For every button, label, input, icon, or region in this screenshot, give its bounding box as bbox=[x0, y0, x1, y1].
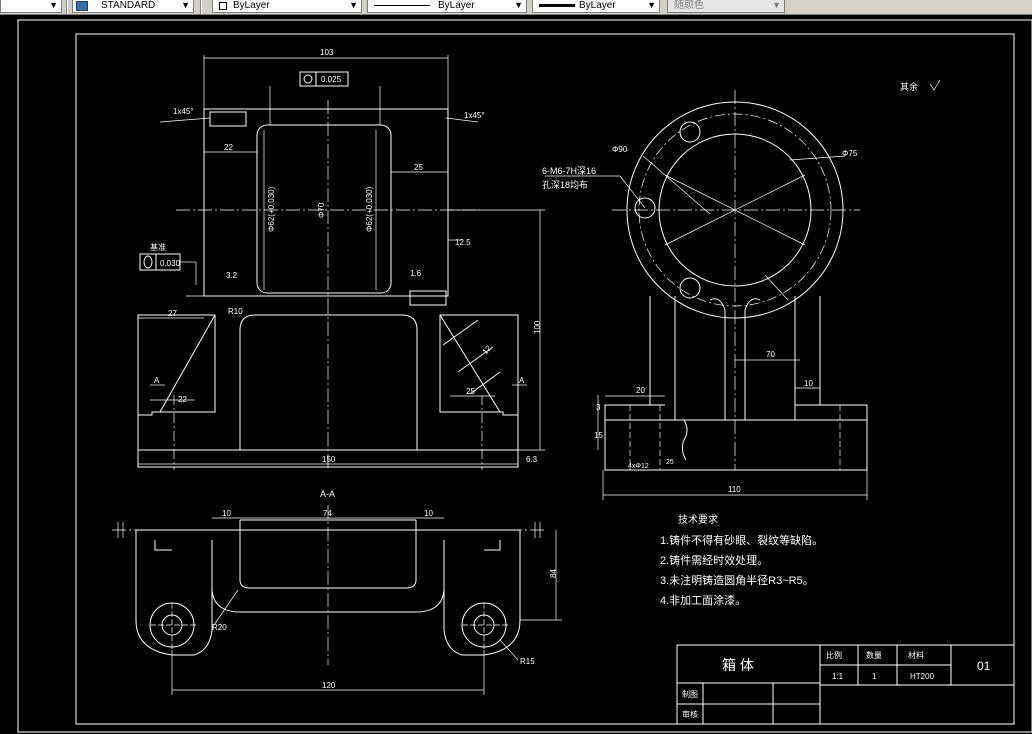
dim-25-top: 25 bbox=[414, 163, 423, 172]
dim-70: 70 bbox=[766, 350, 775, 359]
plot-style-value: 随颜色 bbox=[674, 0, 704, 11]
dim-74: 74 bbox=[323, 509, 332, 518]
dia-90: Φ90 bbox=[612, 145, 628, 154]
tol-datum-label: 基准 bbox=[150, 242, 166, 252]
hole-note: 孔深18均布 bbox=[542, 179, 588, 190]
part-name: 箱 体 bbox=[722, 657, 754, 673]
note-2: 2.铸件需经时效处理。 bbox=[660, 553, 768, 567]
plot-style-combo[interactable]: 随颜色 ▼ bbox=[667, 0, 785, 13]
chamfer-right: 1x45° bbox=[464, 111, 485, 120]
front-view bbox=[137, 71, 519, 468]
prev-combo-stub[interactable]: ▼ bbox=[0, 0, 62, 13]
text-style-icon bbox=[76, 1, 88, 11]
linetype-sample-icon bbox=[374, 5, 430, 6]
section-a-left: A bbox=[154, 376, 160, 385]
section-view-dimensions bbox=[112, 505, 562, 695]
dim-10-right: 10 bbox=[424, 509, 433, 518]
rough-25: 25 bbox=[666, 459, 674, 466]
front-view-dimensions bbox=[138, 55, 545, 470]
chevron-down-icon: ▼ bbox=[514, 0, 523, 10]
dia-75: Φ75 bbox=[842, 149, 858, 158]
chevron-down-icon: ▼ bbox=[49, 0, 58, 10]
dim-r20: R20 bbox=[212, 623, 227, 632]
chevron-down-icon: ▼ bbox=[181, 0, 190, 10]
layer-color-combo[interactable]: ByLayer ▼ bbox=[212, 0, 362, 13]
properties-toolbar: ▼ STANDARD ▼ ByLayer ▼ ByLayer ▼ ByLayer… bbox=[0, 0, 1032, 15]
dim-6-3: 6.3 bbox=[526, 455, 538, 464]
lineweight-sample-icon bbox=[539, 4, 575, 7]
dim-10: 10 bbox=[804, 379, 813, 388]
dim-150: 150 bbox=[322, 455, 336, 464]
rough-32: 3.2 bbox=[226, 271, 238, 280]
rough-12-5: 12.5 bbox=[455, 238, 471, 247]
lineweight-combo[interactable]: ByLayer ▼ bbox=[532, 0, 660, 13]
dim-25-bottom: 25 bbox=[466, 387, 475, 396]
dim-110: 110 bbox=[728, 485, 741, 494]
note-1: 1.铸件不得有砂眼、裂纹等缺陷。 bbox=[660, 533, 823, 547]
thread-note: 6-M6-7H深16 bbox=[542, 166, 596, 176]
tol-flatness: 0.025 bbox=[321, 75, 342, 84]
bore-mid: Φ70 bbox=[317, 202, 326, 218]
section-title: A-A bbox=[320, 489, 335, 499]
linetype-value: ByLayer bbox=[438, 0, 475, 11]
dim-3: 3 bbox=[596, 403, 601, 412]
dim-r10: R10 bbox=[228, 307, 243, 316]
side-view-dimensions bbox=[545, 79, 941, 500]
dim-r15: R15 bbox=[520, 657, 535, 666]
dim-84: 84 bbox=[549, 569, 558, 578]
chevron-down-icon: ▼ bbox=[647, 0, 656, 10]
linetype-combo[interactable]: ByLayer ▼ bbox=[367, 0, 527, 13]
qty-value: 1 bbox=[872, 672, 877, 681]
material-label: 材料 bbox=[908, 650, 924, 660]
color-value: ByLayer bbox=[233, 0, 270, 11]
bore-right: Φ62(+0.030) bbox=[365, 186, 374, 232]
dim-22-top: 22 bbox=[224, 143, 233, 152]
tol-value: 0.030 bbox=[160, 259, 181, 268]
dim-103: 103 bbox=[320, 48, 334, 57]
roughness-note: 其余 bbox=[900, 81, 918, 92]
toolbar-separator bbox=[200, 0, 202, 14]
checked-label: 审核 bbox=[682, 709, 698, 719]
chamfer-left: 1x45° bbox=[173, 107, 194, 116]
dim-120: 120 bbox=[322, 681, 336, 690]
color-swatch-icon bbox=[219, 2, 227, 10]
note-4: 4.非加工面涂漆。 bbox=[660, 593, 746, 607]
notes-title: 技术要求 bbox=[678, 513, 718, 526]
scale-value: 1:1 bbox=[832, 672, 844, 681]
drawn-label: 制图 bbox=[682, 689, 698, 699]
sheet-outer-border bbox=[17, 19, 1032, 733]
note-3: 3.未注明铸造圆角半径R3~R5。 bbox=[660, 573, 814, 587]
section-a-right: A bbox=[519, 376, 525, 385]
dim-22-bottom: 22 bbox=[178, 395, 187, 404]
chevron-down-icon: ▼ bbox=[772, 0, 781, 10]
dim-27: 27 bbox=[168, 309, 177, 318]
title-block bbox=[676, 644, 1015, 725]
hole-dim: 4xΦ12 bbox=[628, 463, 649, 470]
sheet-inner-border bbox=[75, 33, 1015, 725]
dim-15: 15 bbox=[594, 431, 603, 440]
qty-label: 数量 bbox=[866, 650, 882, 660]
drawing-number: 01 bbox=[977, 659, 991, 673]
lineweight-value: ByLayer bbox=[579, 0, 616, 11]
dim-100: 100 bbox=[533, 320, 542, 334]
text-style-combo[interactable]: STANDARD ▼ bbox=[72, 0, 194, 13]
technical-notes: 技术要求 1.铸件不得有砂眼、裂纹等缺陷。 2.铸件需经时效处理。 3.未注明铸… bbox=[660, 513, 823, 607]
dim-20: 20 bbox=[636, 386, 645, 395]
rough-1-6: 1.6 bbox=[410, 269, 422, 278]
toolbar-separator bbox=[66, 0, 68, 14]
chevron-down-icon: ▼ bbox=[349, 0, 358, 10]
scale-label: 比例 bbox=[826, 650, 842, 660]
text-style-value: STANDARD bbox=[101, 0, 156, 11]
dim-10-left: 10 bbox=[222, 509, 231, 518]
material-value: HT200 bbox=[910, 672, 935, 681]
bore-left: Φ62(+0.030) bbox=[267, 186, 276, 232]
